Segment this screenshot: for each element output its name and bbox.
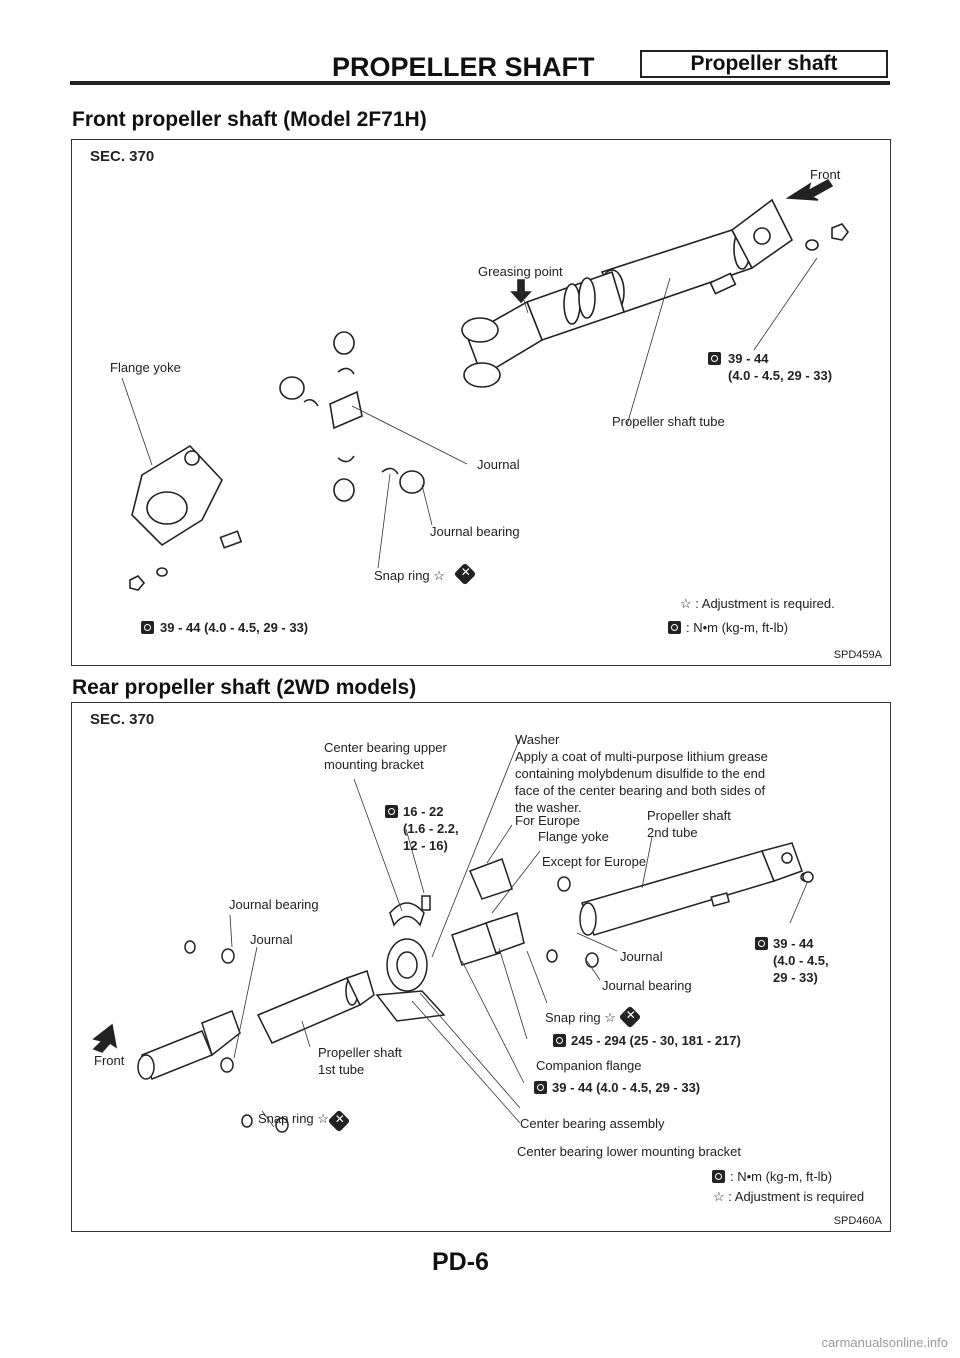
rear-label-for-europe: For Europe xyxy=(515,813,581,828)
front-shaft-diagram: SEC. 370 Front Greasing point Flange yok… xyxy=(71,139,891,666)
rear-label-washer: Washer Apply a coat of multi-purpose lit… xyxy=(515,732,768,815)
rear-label-journal-left: Journal xyxy=(250,932,293,947)
rear-label-journal-right: Journal xyxy=(620,949,663,964)
torque-wrench-icon xyxy=(534,1081,547,1094)
rear-torque-right: 39 - 44 (4.0 - 4.5, 29 - 33) xyxy=(773,936,829,985)
rear-figure-code: SPD460A xyxy=(833,1215,882,1227)
torque-wrench-icon xyxy=(668,621,681,634)
rear-label-front: Front xyxy=(94,1053,125,1068)
front-torque-bottom: 39 - 44 (4.0 - 4.5, 29 - 33) xyxy=(160,620,309,635)
upper-bracket xyxy=(389,902,425,927)
front-label-front: Front xyxy=(810,167,841,182)
rear-torque-245: 245 - 294 (25 - 30, 181 - 217) xyxy=(571,1033,741,1048)
journal-cross xyxy=(329,390,363,430)
propeller-shaft-1st-tube xyxy=(256,977,362,1044)
watermark: carmanualsonline.info xyxy=(821,1335,948,1350)
lower-bracket xyxy=(375,990,446,1022)
torque-wrench-icon xyxy=(712,1170,725,1183)
front-label-flange-yoke: Flange yoke xyxy=(110,360,181,375)
bearing-cup-top xyxy=(333,331,355,355)
header-divider xyxy=(70,81,890,85)
rear-label-cb-upper: Center bearing upper mounting bracket xyxy=(324,740,447,772)
rear-label-shaft-2nd: Propeller shaft 2nd tube xyxy=(647,808,731,840)
rear-legend-torque: : N•m (kg-m, ft-lb) xyxy=(730,1169,833,1184)
rear-section-number: SEC. 370 xyxy=(90,711,155,728)
rear-shaft-illustration xyxy=(92,737,814,1133)
companion-flange xyxy=(451,920,501,966)
rear-label-cb-lower: Center bearing lower mounting bracket xyxy=(517,1144,742,1159)
rear-label-cb-assembly: Center bearing assembly xyxy=(520,1116,665,1131)
rear-label-snap-ring-left: Snap ring ☆ xyxy=(258,1111,329,1126)
front-label-greasing-point: Greasing point xyxy=(478,264,563,279)
front-shaft-illustration xyxy=(121,178,849,591)
front-direction-arrow xyxy=(92,1023,118,1053)
torque-wrench-icon xyxy=(755,937,768,950)
front-label-journal: Journal xyxy=(477,457,520,472)
front-label-snap-ring: Snap ring ☆ xyxy=(374,568,445,583)
bolt xyxy=(709,272,737,295)
rear-label-except-europe: Except for Europe xyxy=(542,854,647,869)
torque-wrench-icon xyxy=(141,621,154,634)
front-figure-code: SPD459A xyxy=(833,649,882,661)
rear-label-flange-yoke: Flange yoke xyxy=(538,829,609,844)
front-label-propeller-tube: Propeller shaft tube xyxy=(612,414,725,429)
torque-wrench-icon xyxy=(385,805,398,818)
rear-shaft-heading: Rear propeller shaft (2WD models) xyxy=(72,676,417,699)
page-header-title: PROPELLER SHAFT xyxy=(332,52,595,82)
front-shaft-heading: Front propeller shaft (Model 2F71H) xyxy=(72,108,427,131)
flange-yoke xyxy=(469,858,513,900)
rear-label-snap-ring-mid: Snap ring ☆ xyxy=(545,1010,616,1025)
rear-torque-16: 16 - 22 (1.6 - 2.2, 12 - 16) xyxy=(403,804,459,853)
torque-wrench-icon xyxy=(553,1034,566,1047)
page-number: PD-6 xyxy=(432,1248,489,1276)
rear-shaft-diagram: SEC. 370 Center bearing upper mounting b… xyxy=(71,702,891,1232)
front-section-number: SEC. 370 xyxy=(90,148,155,165)
page-header-badge: Propeller shaft xyxy=(640,50,888,78)
rear-torque-39: 39 - 44 (4.0 - 4.5, 29 - 33) xyxy=(552,1080,701,1095)
rear-label-journal-bearing-right: Journal bearing xyxy=(602,978,692,993)
rear-label-companion-flange: Companion flange xyxy=(536,1058,642,1073)
front-legend-adjust: ☆ : Adjustment is required. xyxy=(680,596,835,611)
front-torque-right: 39 - 44 (4.0 - 4.5, 29 - 33) xyxy=(728,351,833,383)
torque-wrench-icon xyxy=(708,352,721,365)
rear-label-shaft-1st: Propeller shaft 1st tube xyxy=(318,1045,402,1077)
rear-legend-adjust: ☆ : Adjustment is required xyxy=(713,1189,865,1204)
nut xyxy=(831,223,849,241)
propeller-shaft-tube xyxy=(600,229,754,313)
rear-label-journal-bearing-left: Journal bearing xyxy=(229,897,319,912)
front-label-journal-bearing: Journal bearing xyxy=(430,524,520,539)
front-direction-arrow xyxy=(785,178,834,201)
front-legend-torque: : N•m (kg-m, ft-lb) xyxy=(686,620,789,635)
